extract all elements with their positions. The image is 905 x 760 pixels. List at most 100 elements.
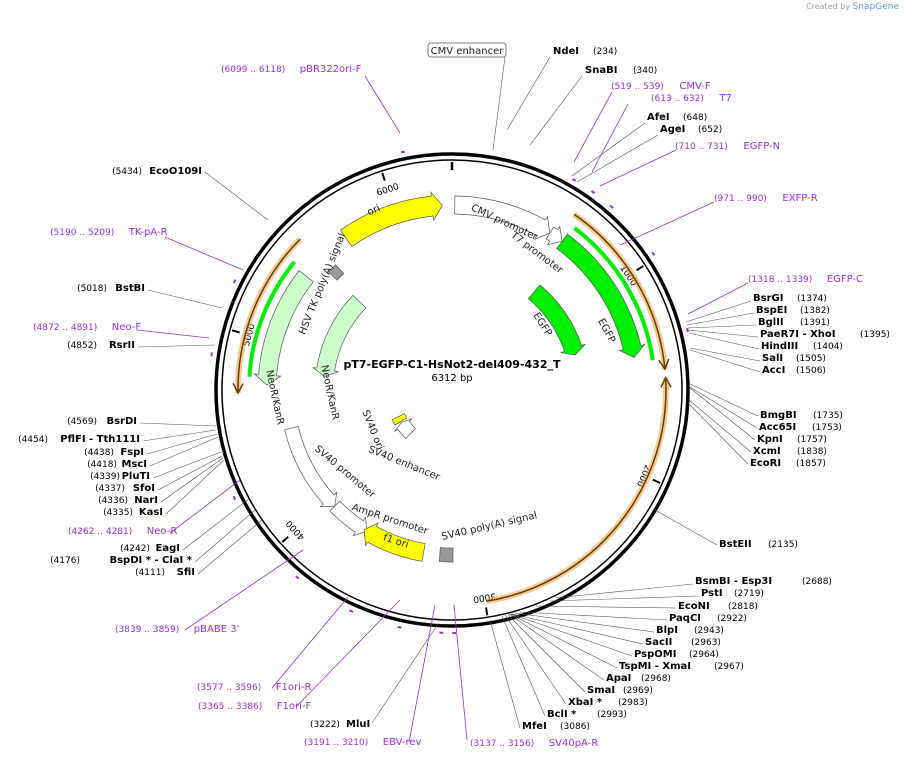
enzyme-name: Acc65I: [759, 422, 796, 433]
enzyme-position: (4111): [135, 568, 165, 578]
label-connector: [687, 402, 749, 465]
enzyme-name: SmaI: [587, 685, 615, 696]
cmv-enhancer-label-box: [427, 42, 507, 58]
label-connector: [204, 171, 269, 221]
label-connector: [685, 300, 752, 323]
enzyme-label: PstI (2719): [701, 588, 764, 599]
primer-name: EXFP-R: [782, 193, 817, 204]
enzyme-name: PstI: [701, 588, 723, 599]
label-connector: [197, 519, 263, 575]
hsv-tk-polya-box: [327, 264, 345, 281]
primer-connector: [136, 329, 210, 339]
enzyme-position: (5018): [77, 284, 107, 294]
primer-binding-mark: [590, 190, 596, 195]
primer-label: (3577 .. 3596)F1ori-R: [197, 682, 312, 693]
neor-arrow-outer: [253, 270, 314, 386]
enzyme-label: EcoNI(2818): [678, 601, 758, 612]
primer-connector: [271, 596, 349, 689]
enzyme-name: NdeI: [553, 46, 579, 57]
backbone-inner-strand: [221, 159, 683, 621]
label-connector: [149, 436, 219, 467]
enzyme-name: PluTI: [122, 471, 150, 482]
enzyme-name: KasI: [139, 507, 163, 518]
enzyme-label: SnaBI (340): [585, 65, 657, 76]
neor-outer-band-line: [237, 238, 301, 394]
label-connector: [508, 613, 605, 681]
enzyme-position: (2964): [689, 650, 719, 660]
enzyme-label: PflFI - Tth111I(4454): [18, 434, 140, 445]
enzyme-name: KpnI: [757, 434, 783, 445]
enzyme-name: SnaBI: [585, 65, 617, 76]
enzyme-position: (2967): [714, 662, 744, 672]
primer-name: F1ori-F: [277, 701, 312, 712]
enzyme-name: TspMI - XmaI: [619, 661, 691, 672]
enzyme-position: (4569): [67, 417, 97, 427]
enzyme-position: (2993): [597, 710, 627, 720]
scale-tick: [231, 329, 240, 334]
enzyme-label: MscI(4418): [87, 459, 147, 470]
enzyme-label: EcoO109I(5434): [112, 166, 202, 177]
cmv-promoter-arrow: [454, 195, 551, 240]
primer-connector: [599, 149, 677, 187]
primer-name: pBR322ori-F: [300, 64, 362, 75]
enzyme-label: (3222)MluI: [310, 719, 370, 730]
primer-binding-mark: [400, 150, 406, 154]
enzyme-position: (1757): [797, 435, 827, 445]
primer-name: T7: [718, 93, 731, 104]
enzyme-label: TspMI - XmaI (2967): [619, 661, 744, 672]
enzyme-position: (2719): [734, 589, 764, 599]
egfp-thin-arc: [573, 226, 655, 361]
primer-name: pBABE 3': [194, 624, 240, 635]
primer-label: (3839 .. 3859)pBABE 3': [115, 624, 239, 635]
feature-layer: [232, 191, 672, 605]
primer-name: TK-pA-R: [128, 227, 168, 238]
primer-binding-mark: [609, 204, 614, 209]
egfp-outer-band-arrowhead: [658, 358, 670, 371]
enzyme-label: XbaI *(2983): [568, 697, 648, 708]
primer-name: EBV-rev: [383, 737, 422, 748]
egfp-outer-band-line: [573, 213, 666, 370]
enzyme-label: MfeI(3086): [522, 721, 590, 732]
unnamed-band-right-highlight: [485, 377, 669, 605]
scale-tick: [636, 265, 644, 272]
snapgene-credit: Created by SnapGene: [806, 2, 899, 12]
enzyme-name: EcoNI: [678, 601, 710, 612]
enzyme-position: (4339): [90, 472, 120, 482]
enzyme-label: SfoI (4337): [95, 483, 155, 494]
label-connector: [139, 422, 217, 427]
label-connector: [687, 324, 757, 329]
primer-binding-mark: [686, 328, 689, 333]
enzyme-position: (340): [633, 66, 657, 76]
primer-binding-mark: [348, 609, 354, 613]
enzyme-name: EcoO109I: [149, 166, 202, 177]
label-connector: [689, 383, 759, 417]
enzyme-name: PaqCI: [669, 613, 701, 624]
label-connector: [688, 332, 760, 350]
enzyme-name: SfoI: [133, 483, 155, 494]
t7-promoter-arrow: [545, 225, 563, 246]
enzyme-position: (4852): [67, 341, 97, 351]
enzyme-label: PaqCI(2922): [669, 613, 747, 624]
cmv-enhancer-label: CMV enhancer: [431, 46, 505, 57]
primer-binding-mark: [571, 178, 577, 182]
primer-connector: [573, 91, 613, 163]
enzyme-position: (1857): [796, 459, 826, 469]
plasmid-length: 6312 bp: [431, 373, 472, 384]
enzyme-position: (4337): [95, 484, 125, 494]
enzyme-name: SalI: [762, 353, 783, 364]
primer-label: (3137 .. 3156)SV40pA-R: [470, 738, 598, 749]
label-connector: [688, 399, 752, 453]
ori-arrow: [339, 191, 443, 247]
primer-range: (3137 .. 3156): [470, 739, 534, 749]
enzyme-position: (1374): [797, 294, 827, 304]
ori-label: ori: [366, 203, 382, 218]
egfp-arrow-outer: [556, 233, 646, 358]
enzyme-position: (4438): [84, 448, 114, 458]
enzyme-position: (1505): [796, 354, 826, 364]
enzyme-name: BspDI * - ClaI *: [109, 555, 192, 566]
primer-connector: [687, 282, 749, 315]
enzyme-name: AgeI: [660, 124, 685, 135]
label-connector: [157, 455, 223, 491]
f1-ori-arrow: [363, 522, 426, 562]
